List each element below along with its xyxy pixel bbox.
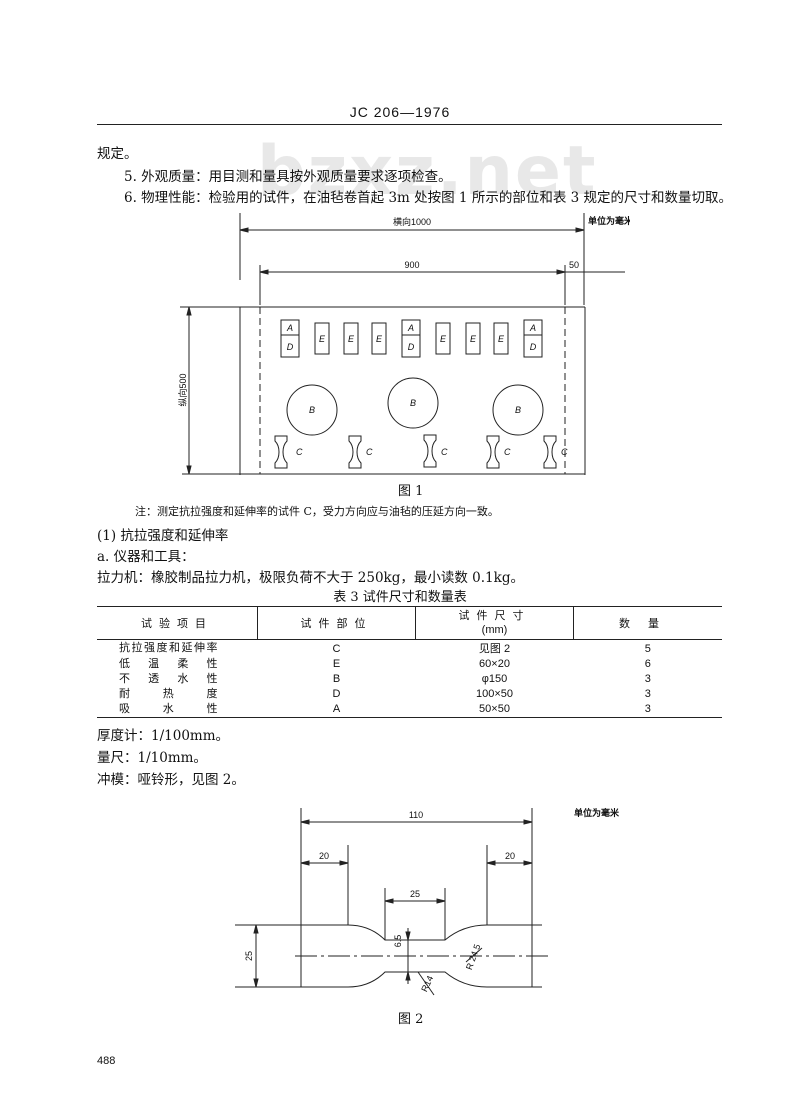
header-size: 试件尺寸(mm) bbox=[415, 606, 574, 640]
label-d-1: D bbox=[287, 342, 294, 352]
label-b-3: B bbox=[515, 405, 521, 415]
figure-2-dumbbell-die: 单位为毫米 110 20 20 25 25 6.5 R 24.5 R14 bbox=[235, 807, 620, 996]
dim-20-right: 20 bbox=[505, 851, 515, 861]
height-label: 纵向500 bbox=[177, 373, 188, 406]
dim-50: 50 bbox=[569, 260, 579, 270]
dim-900: 900 bbox=[404, 260, 419, 270]
label-d-3: D bbox=[530, 342, 537, 352]
dim-25-top: 25 bbox=[410, 889, 420, 899]
label-a-3: A bbox=[529, 323, 536, 333]
section-title: (1) 抗拉强度和延伸率 bbox=[97, 528, 229, 544]
table-row: 吸水性 A 50×50 3 bbox=[97, 702, 722, 718]
label-b-1: B bbox=[309, 405, 315, 415]
tensile-machine-text: 拉力机：橡胶制品拉力机，极限负荷不大于 250kg，最小读数 0.1kg。 bbox=[97, 570, 524, 586]
label-e-1: E bbox=[319, 334, 326, 344]
table-3: 试验项目 试件部位 试件尺寸(mm) 数量 抗拉强度和延伸率 C 见图 2 5 … bbox=[97, 606, 722, 718]
header-item: 试验项目 bbox=[97, 606, 258, 640]
table-row: 耐热度 D 100×50 3 bbox=[119, 688, 651, 700]
label-c-1: C bbox=[296, 447, 303, 457]
label-c-4: C bbox=[504, 447, 511, 457]
thickness-gauge-text: 厚度计：1/100mm。 bbox=[97, 728, 230, 744]
figure-2-caption: 图 2 bbox=[398, 1012, 424, 1027]
label-e-5: E bbox=[470, 334, 477, 344]
dim-20-left: 20 bbox=[319, 851, 329, 861]
label-b-2: B bbox=[410, 398, 416, 408]
section-subtitle: a. 仪器和工具： bbox=[97, 549, 195, 565]
figure-1-note: 注：测定抗拉强度和延伸率的试件 C，受力方向应与油毡的压延方向一致。 bbox=[135, 505, 499, 518]
label-e-6: E bbox=[498, 334, 505, 344]
label-a-2: A bbox=[407, 323, 414, 333]
die-text: 冲模：哑铃形，见图 2。 bbox=[97, 772, 245, 788]
watermark: bzxz.net bbox=[257, 132, 598, 211]
label-e-2: E bbox=[348, 334, 355, 344]
ruler-text: 量尺：1/10mm。 bbox=[97, 750, 207, 766]
paragraph-5: 5. 外观质量：用目测和量具按外观质量要求逐项检查。 bbox=[124, 169, 452, 185]
document-header: JC 206—1976 bbox=[349, 104, 451, 120]
dim-110: 110 bbox=[409, 810, 423, 820]
figure-1-sampling-diagram: A D A D A D E E E E E E B B B C C C C C … bbox=[177, 213, 630, 475]
paragraph-continuation: 规定。 bbox=[97, 146, 138, 162]
unit-label: 单位为毫米 bbox=[574, 807, 620, 818]
unit-label: 单位为毫米 bbox=[588, 215, 630, 226]
label-e-3: E bbox=[376, 334, 383, 344]
figure-1-caption: 图 1 bbox=[398, 484, 424, 499]
width-label: 横向1000 bbox=[393, 216, 431, 227]
page-number: 488 bbox=[97, 1055, 116, 1067]
paragraph-6: 6. 物理性能：检验用的试件，在油毡卷首起 3m 处按图 1 所示的部位和表 3… bbox=[124, 190, 732, 206]
dim-r24-5: R 24.5 bbox=[464, 943, 482, 971]
dim-6-5: 6.5 bbox=[393, 935, 403, 948]
label-c-5: C bbox=[561, 447, 568, 457]
table-row: 抗拉强度和延伸率 C 见图 2 5 bbox=[119, 642, 651, 655]
label-c-3: C bbox=[441, 447, 448, 457]
label-e-4: E bbox=[440, 334, 447, 344]
header-part: 试件部位 bbox=[257, 606, 416, 640]
table-row: 低温柔性 E 60×20 6 bbox=[119, 658, 651, 670]
header-qty: 数量 bbox=[573, 606, 722, 640]
label-a-1: A bbox=[286, 323, 293, 333]
dim-25-left: 25 bbox=[244, 951, 254, 961]
header-rule bbox=[97, 124, 722, 125]
label-d-2: D bbox=[408, 342, 415, 352]
label-c-2: C bbox=[366, 447, 373, 457]
table-row: 不透水性 B φ150 3 bbox=[119, 673, 651, 685]
table-3-caption: 表 3 试件尺寸和数量表 bbox=[333, 590, 467, 605]
